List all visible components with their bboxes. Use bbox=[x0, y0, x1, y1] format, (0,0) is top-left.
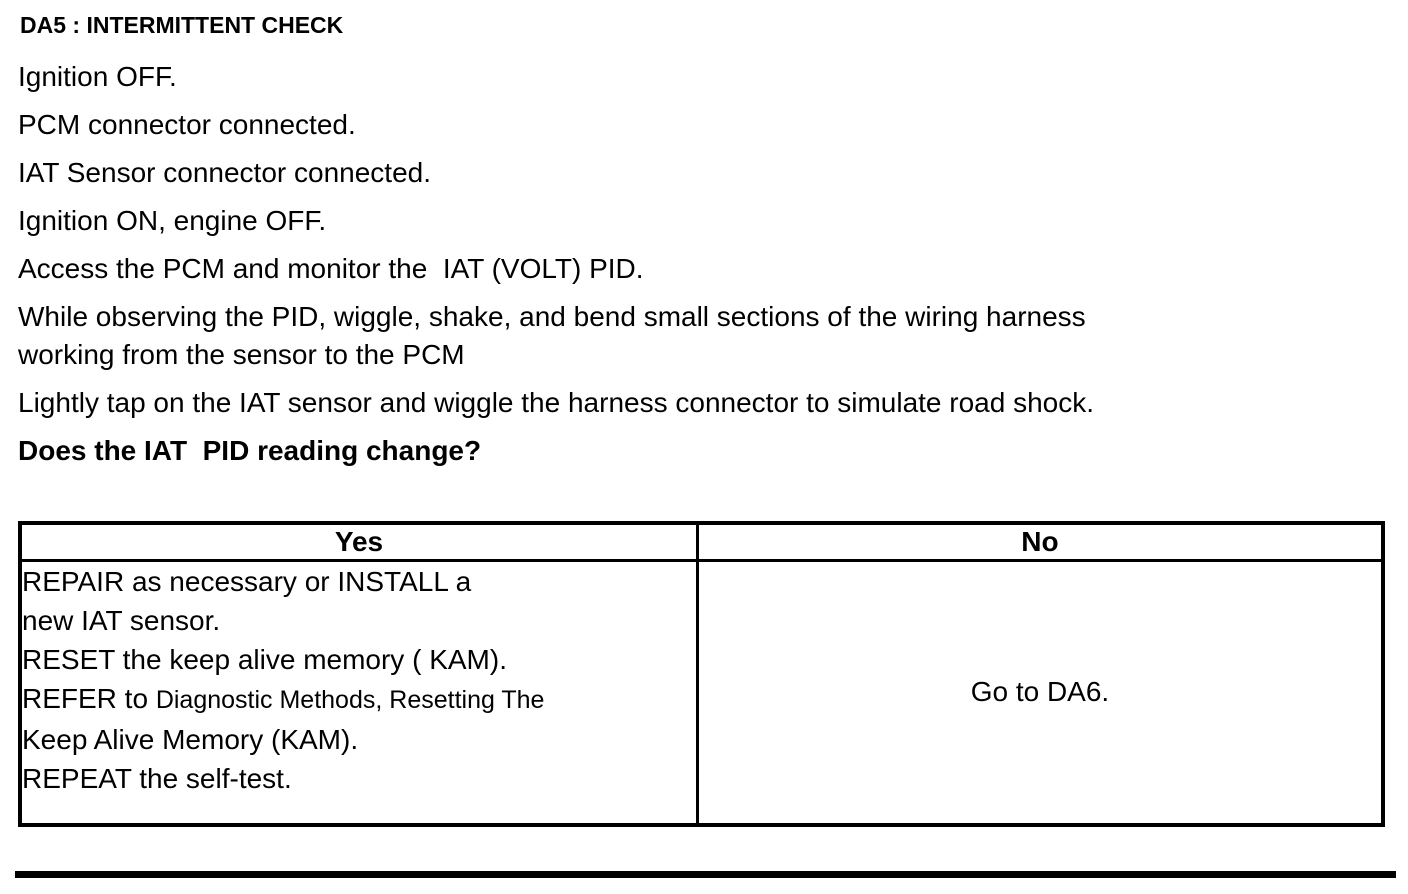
bottom-divider-rule bbox=[15, 870, 1396, 878]
decision-table: Yes No REPAIR as necessary or INSTALL a … bbox=[18, 521, 1385, 827]
page-title: DA5 : INTERMITTENT CHECK bbox=[20, 12, 344, 38]
step-ignition-off: Ignition OFF. bbox=[18, 61, 177, 92]
step-ignition-on: Ignition ON, engine OFF. bbox=[18, 205, 327, 236]
yes-action-line: new IAT sensor. bbox=[22, 605, 221, 636]
step-wiggle-harness: While observing the PID, wiggle, shake, … bbox=[18, 301, 1086, 370]
step-iat-connector: IAT Sensor connector connected. bbox=[18, 157, 431, 188]
refer-prefix: REFER to bbox=[22, 683, 156, 714]
step-access-pcm: Access the PCM and monitor the IAT (VOLT… bbox=[18, 253, 644, 284]
no-action-cell: Go to DA6. bbox=[695, 559, 1385, 826]
yes-action-line: RESET the keep alive memory ( KAM). bbox=[22, 644, 507, 675]
decision-table-header-row: Yes No bbox=[18, 521, 1385, 562]
goto-da6-text: Go to DA6. bbox=[970, 676, 1110, 708]
procedure-reference: Diagnostic Methods, Resetting The bbox=[155, 686, 545, 714]
decision-table-body-row: REPAIR as necessary or INSTALL a new IAT… bbox=[18, 559, 1385, 826]
no-header-cell: No bbox=[695, 521, 1385, 562]
step-pcm-connector: PCM connector connected. bbox=[18, 109, 356, 140]
yes-action-line: REPEAT the self-test. bbox=[22, 763, 292, 794]
yes-action-cell: REPAIR as necessary or INSTALL a new IAT… bbox=[18, 559, 699, 826]
yes-action-line: Keep Alive Memory (KAM). bbox=[22, 724, 359, 755]
step-tap-sensor: Lightly tap on the IAT sensor and wiggle… bbox=[18, 387, 1095, 418]
yes-action-line: REFER to Diagnostic Methods, Resetting T… bbox=[22, 679, 696, 720]
decision-question: Does the IAT PID reading change? bbox=[18, 435, 482, 466]
yes-header-cell: Yes bbox=[18, 521, 699, 562]
yes-action-line: REPAIR as necessary or INSTALL a bbox=[22, 566, 472, 597]
